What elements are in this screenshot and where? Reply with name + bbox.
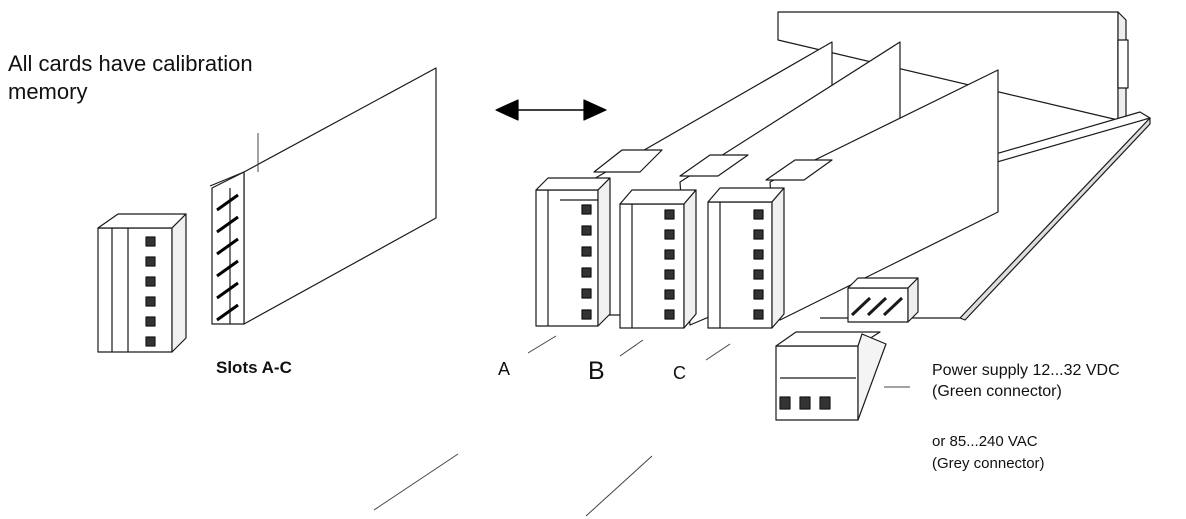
power-supply-note: Power supply 12...32 VDC (Green connecto… [932,360,1120,402]
installed-connector-b [620,190,696,328]
power-line-1: Power supply 12...32 VDC [932,362,1120,379]
removed-card-board [244,68,436,324]
power-line-2: (Green connector) [932,383,1062,400]
grey-board-connector [848,278,918,322]
calibration-chips [217,195,238,320]
leader-lines [258,133,910,516]
terminal-squares [582,205,763,319]
loose-connector [98,214,186,352]
ac-line-1: or 85...240 VAC [932,433,1038,450]
calibration-line-2: memory [8,79,88,104]
slots-label: Slots A-C [216,358,292,377]
installed-connector-c [708,188,784,328]
ac-supply-note: or 85...240 VAC (Grey connector) [932,431,1045,475]
power-connector [776,332,886,420]
installed-connector-a [536,178,610,326]
calibration-line-1: All cards have calibration [8,51,253,76]
calibration-note: All cards have calibration memory [8,50,253,106]
slot-a-label: A [498,359,511,379]
ac-line-2: (Grey connector) [932,455,1045,472]
slot-c-label: C [673,363,686,383]
double-arrow-icon [496,100,606,120]
slot-b-label: B [588,357,605,385]
card-mounts [594,150,832,180]
